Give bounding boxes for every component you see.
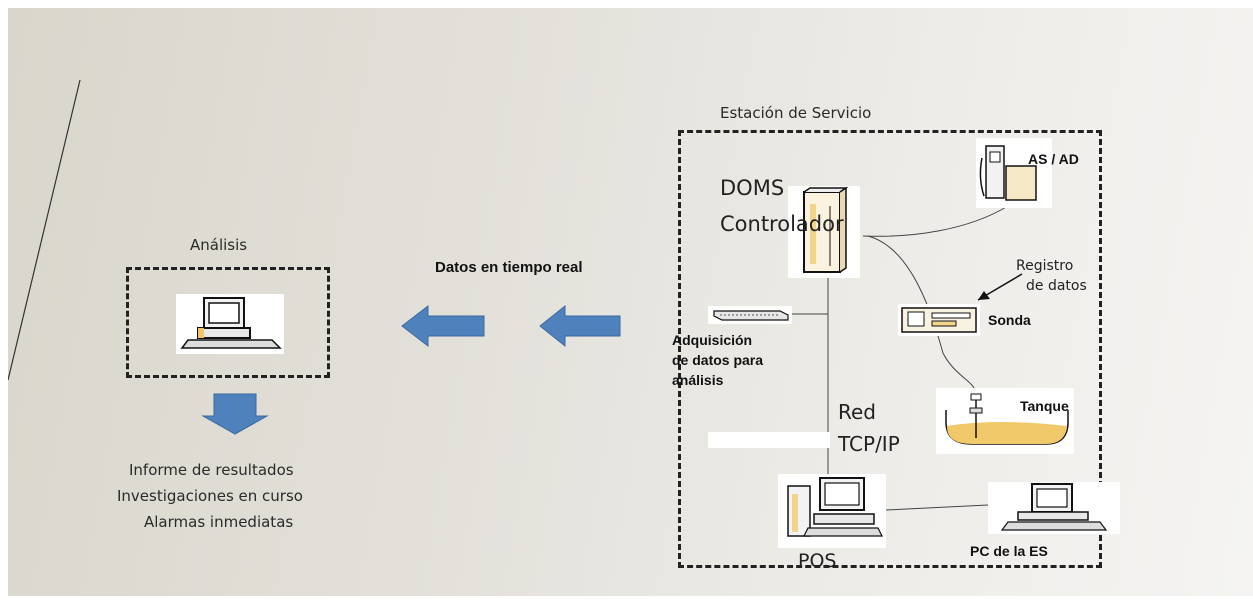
sonda-label: Sonda	[988, 312, 1031, 328]
decorative-line	[8, 79, 81, 381]
controller-icon	[788, 186, 860, 278]
as-ad-label: AS / AD	[1028, 151, 1079, 167]
tanque-label: Tanque	[1020, 398, 1069, 414]
red-label: Red	[838, 400, 876, 424]
network-bar	[708, 432, 830, 448]
computer-icon	[176, 294, 284, 354]
adquisicion-label: Adquisición	[672, 332, 753, 348]
de-datos-label: de datos	[1026, 278, 1087, 294]
pc-es-label: PC de la ES	[970, 543, 1048, 559]
analisis-label: análisis	[672, 372, 724, 388]
station-box	[678, 130, 1102, 568]
tank-icon	[936, 388, 1074, 454]
datos-para-label: de datos para	[672, 352, 764, 368]
probe-icon	[898, 304, 980, 336]
pc-icon	[988, 482, 1120, 534]
tcpip-label: TCP/IP	[838, 432, 900, 456]
station-title: Estación de Servicio	[720, 104, 872, 122]
analysis-title: Análisis	[190, 236, 248, 254]
flow-label: Datos en tiempo real	[435, 259, 583, 276]
diagram-slide: Análisis Informe de resultados Investiga…	[8, 8, 1253, 596]
result-3: Alarmas inmediatas	[144, 513, 294, 531]
fuel-dispenser-icon	[976, 138, 1052, 208]
analysis-box	[126, 267, 330, 378]
registro-label: Registro	[1016, 258, 1074, 274]
arrow-down-icon	[201, 393, 269, 435]
network-device-icon	[708, 306, 792, 324]
controlador-label: Controlador	[720, 212, 844, 236]
pos-label: POS	[798, 550, 837, 572]
result-1: Informe de resultados	[129, 461, 294, 479]
result-2: Investigaciones en curso	[117, 487, 303, 505]
arrow-left-icon	[401, 304, 621, 348]
pos-computer-icon	[778, 474, 886, 548]
doms-label: DOMS	[720, 176, 785, 200]
